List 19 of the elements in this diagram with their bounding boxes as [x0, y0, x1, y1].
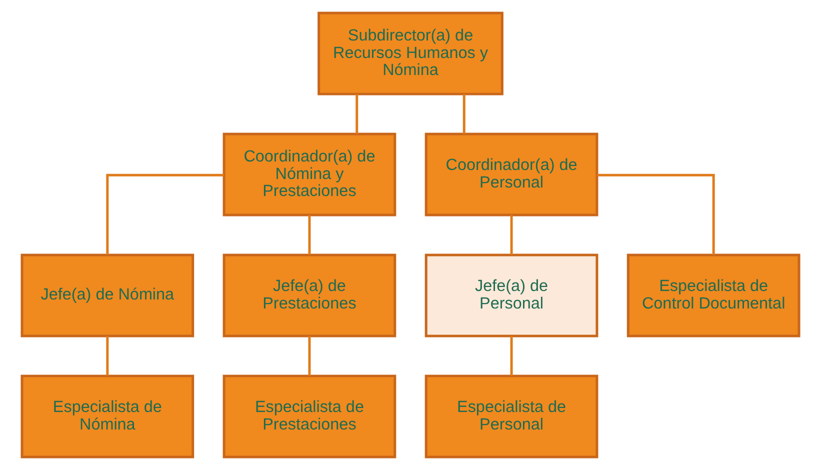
connector: [308, 215, 311, 255]
connector: [462, 94, 466, 134]
connector: [510, 215, 513, 255]
node-box: Especialista de Nómina: [20, 374, 194, 458]
node-box: Especialista de Personal: [424, 374, 598, 458]
connector: [597, 174, 715, 255]
connector: [106, 174, 224, 255]
connector: [106, 336, 109, 376]
node-box: Coordinador(a) de Nómina y Prestaciones: [222, 132, 396, 216]
connector: [510, 336, 513, 376]
node-box: Subdirector(a) de Recursos Humanos y Nómina: [318, 12, 504, 96]
node-box: Especialista de Prestaciones: [222, 374, 396, 458]
node-box: Especialista de Control Documental: [626, 254, 800, 338]
node-box: Jefe(a) de Personal: [424, 254, 598, 338]
connector: [308, 336, 311, 376]
connector: [356, 94, 358, 134]
node-box: Coordinador(a) de Personal: [424, 132, 598, 216]
node-box: Jefe(a) de Prestaciones: [222, 254, 396, 338]
node-box: Jefe(a) de Nómina: [20, 254, 194, 338]
